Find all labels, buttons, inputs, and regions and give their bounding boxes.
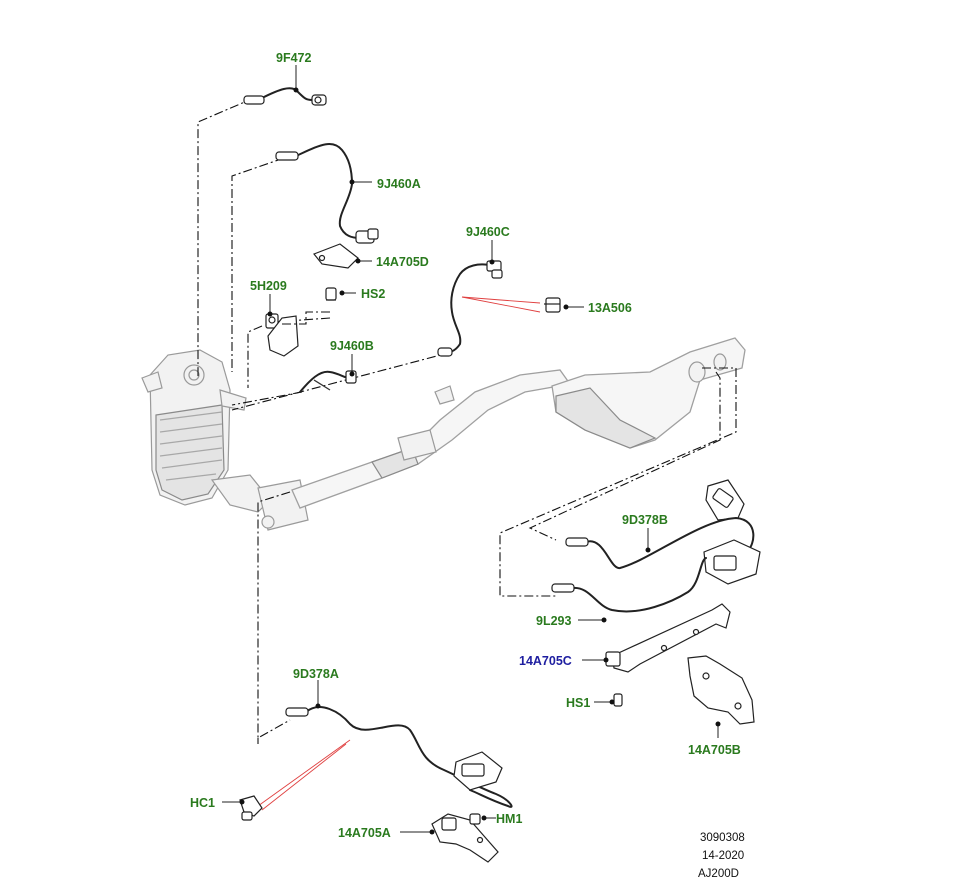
nox-module-lower[interactable] [703,539,761,585]
label-9j460c: 9J460C [466,225,510,239]
label-9d378b: 9D378B [622,513,668,527]
callout-labels: 9F472 9J460A 14A705D 9J460C 5H209 HS2 13… [190,51,741,840]
sensor-9d378a[interactable] [285,706,513,808]
connector-13a506[interactable] [544,297,561,313]
nox-module-9d378a[interactable] [453,751,503,791]
label-5h209: 5H209 [250,279,287,293]
relation-5h209 [282,311,330,325]
exhaust-assembly [141,337,746,531]
label-hs2: HS2 [361,287,385,301]
bracket-14a705b[interactable] [687,655,755,725]
label-13a506: 13A506 [588,301,632,315]
label-9j460b: 9J460B [330,339,374,353]
label-9l293: 9L293 [536,614,571,628]
label-14a705b: 14A705B [688,743,741,757]
bracket-14a705a[interactable] [431,813,499,863]
leader-lines [222,65,721,835]
bolt-hs1[interactable] [613,693,623,707]
reference-number: 3090308 [700,832,745,844]
label-hs1: HS1 [566,696,590,710]
sensor-9j460b[interactable] [299,370,357,393]
rear-muffler [551,337,746,449]
reference-engine: AJ200D [698,868,739,880]
label-14a705d: 14A705D [376,255,429,269]
label-9d378a: 9D378A [293,667,339,681]
label-hm1: HM1 [496,812,522,826]
reference-date: 14-2020 [702,850,744,862]
sensor-9j460c[interactable] [437,260,503,357]
label-14a705a: 14A705A [338,826,391,840]
sensor-9d378b[interactable] [565,517,755,569]
nut-hm1[interactable] [469,813,481,825]
bracket-14a705c[interactable] [605,603,731,673]
reference-block: 3090308 14-2020 AJ200D [698,832,745,880]
label-hc1: HC1 [190,796,215,810]
connector-hc1[interactable] [239,795,263,821]
sensor-9f472[interactable] [243,87,327,106]
label-9f472: 9F472 [276,51,311,65]
sensor-9l293[interactable] [551,557,707,613]
sensor-5h209[interactable] [265,313,299,357]
catalytic-converter [141,349,271,513]
bracket-14a705d[interactable] [313,243,359,269]
highlight-lines [257,296,541,811]
nox-module-upper[interactable] [705,479,745,521]
stud-hs2[interactable] [325,287,337,301]
sensor-9j460a[interactable] [275,142,379,244]
label-14a705c: 14A705C [519,654,572,668]
exhaust-pipe [257,369,572,531]
label-9j460a: 9J460A [377,177,421,191]
